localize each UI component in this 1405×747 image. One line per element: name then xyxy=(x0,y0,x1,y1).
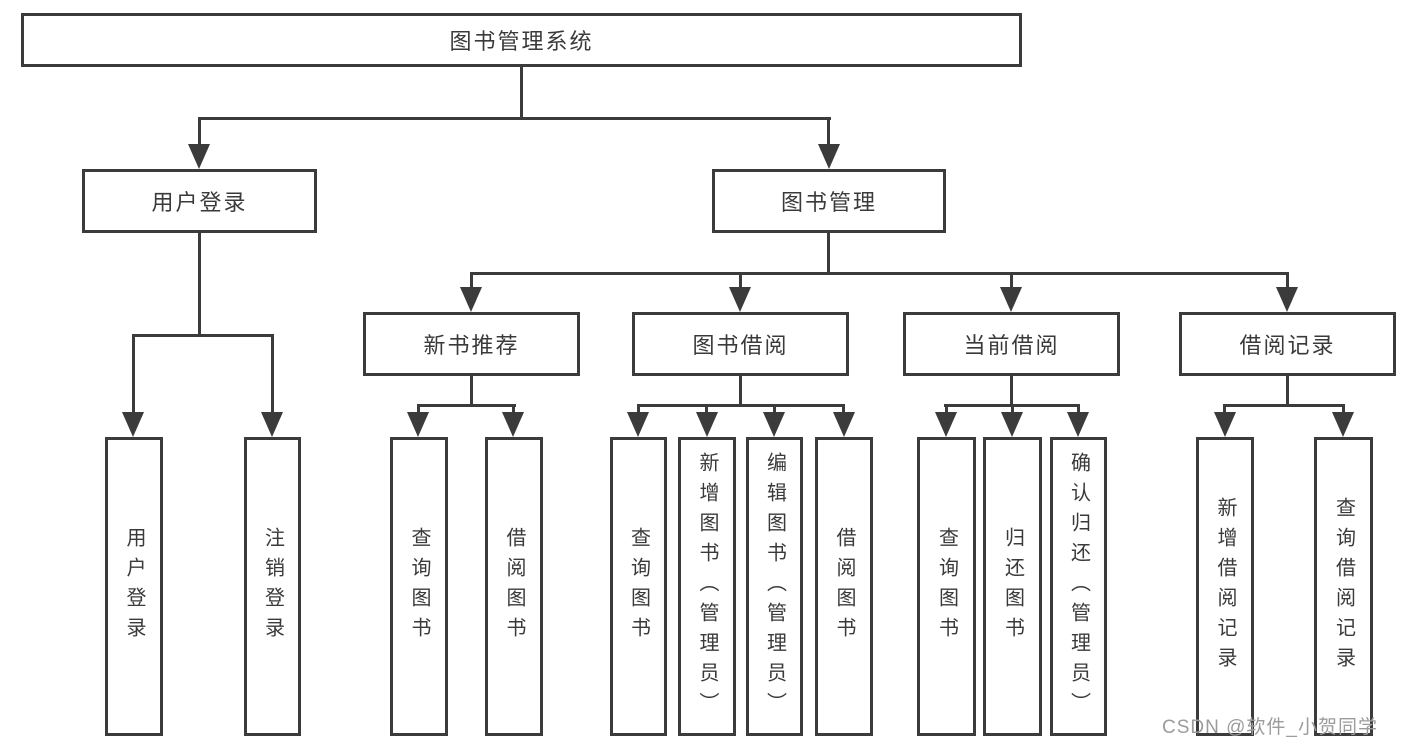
connector-vline xyxy=(1011,404,1014,413)
connector-hline xyxy=(132,334,274,337)
connector-vline xyxy=(1223,404,1226,413)
connector-vline xyxy=(705,404,708,413)
arrow-down xyxy=(188,144,210,169)
node-current-borrowing: 当前借阅 xyxy=(903,312,1120,376)
arrow-down xyxy=(122,412,144,437)
connector-vline xyxy=(1286,272,1289,288)
arrow-down xyxy=(261,412,283,437)
connector-vline xyxy=(1010,376,1013,407)
connector-vline xyxy=(470,272,473,288)
leaf-label: 编辑图书（管理员） xyxy=(763,451,786,722)
leaf-label: 新增图书（管理员） xyxy=(696,451,718,722)
arrow-down xyxy=(407,412,429,437)
node-book-borrowing: 图书借阅 xyxy=(632,312,849,376)
arrow-down xyxy=(460,287,482,312)
node-label: 新书推荐 xyxy=(423,333,520,358)
connector-vline xyxy=(1010,272,1013,288)
connector-vline xyxy=(512,404,515,413)
node-borrowing-records: 借阅记录 xyxy=(1179,312,1396,376)
connector-vline xyxy=(827,117,830,146)
leaf-query-borrow-record: 查询借阅记录 xyxy=(1314,437,1373,736)
connector-vline xyxy=(132,334,135,413)
connector-hline xyxy=(637,404,845,407)
node-label: 借阅记录 xyxy=(1239,333,1336,358)
arrow-down xyxy=(627,412,649,437)
connector-vline xyxy=(773,404,776,413)
node-label: 图书管理系统 xyxy=(449,29,594,54)
arrow-down xyxy=(1332,412,1354,437)
connector-hline xyxy=(417,404,516,407)
arrow-down xyxy=(818,144,840,169)
node-label: 用户登录 xyxy=(151,190,248,215)
watermark: CSDN @软件_小贺同学 xyxy=(1162,717,1378,738)
leaf-label: 归还图书 xyxy=(1001,526,1024,647)
leaf-query-books-current: 查询图书 xyxy=(917,437,976,736)
leaf-label: 查询图书 xyxy=(408,526,430,647)
leaf-query-books-recommend: 查询图书 xyxy=(390,437,448,736)
node-library-management-system: 图书管理系统 xyxy=(21,13,1022,67)
arrow-down xyxy=(1001,412,1023,437)
connector-vline xyxy=(271,334,274,413)
leaf-borrow-books-recommend: 借阅图书 xyxy=(485,437,543,736)
leaf-label: 查询图书 xyxy=(935,526,958,647)
leaf-logout: 注销登录 xyxy=(244,437,301,736)
arrow-down xyxy=(833,412,855,437)
arrow-down xyxy=(729,287,751,312)
node-label: 图书管理 xyxy=(780,190,877,215)
connector-vline xyxy=(827,233,830,275)
node-user-login: 用户登录 xyxy=(82,169,317,233)
leaf-label: 新增借阅记录 xyxy=(1214,496,1236,677)
connector-vline xyxy=(1342,404,1345,413)
connector-vline xyxy=(739,376,742,407)
connector-vline xyxy=(842,404,845,413)
node-label: 当前借阅 xyxy=(963,333,1060,358)
node-book-management: 图书管理 xyxy=(712,169,946,233)
arrow-down xyxy=(696,412,718,437)
connector-vline xyxy=(470,376,473,407)
leaf-confirm-return-admin: 确认归还（管理员） xyxy=(1050,437,1107,736)
leaf-label: 借阅图书 xyxy=(503,526,525,647)
node-label: 图书借阅 xyxy=(692,333,789,358)
arrow-down xyxy=(1276,287,1298,312)
connector-vline xyxy=(945,404,948,413)
leaf-label: 用户登录 xyxy=(123,526,145,647)
leaf-add-borrow-record: 新增借阅记录 xyxy=(1196,437,1254,736)
connector-vline xyxy=(637,404,640,413)
node-new-book-recommendation: 新书推荐 xyxy=(363,312,580,376)
leaf-return-books: 归还图书 xyxy=(983,437,1042,736)
arrow-down xyxy=(1067,412,1089,437)
connector-hline xyxy=(1223,404,1345,407)
arrow-down xyxy=(502,412,524,437)
leaf-query-books-borrowing: 查询图书 xyxy=(610,437,667,736)
connector-hline xyxy=(198,117,831,120)
arrow-down xyxy=(1000,287,1022,312)
connector-vline xyxy=(1077,404,1080,413)
leaf-borrow-books: 借阅图书 xyxy=(815,437,873,736)
leaf-label: 注销登录 xyxy=(261,526,284,647)
connector-vline xyxy=(520,67,523,117)
connector-vline xyxy=(417,404,420,413)
leaf-label: 借阅图书 xyxy=(833,526,855,647)
connector-vline xyxy=(198,233,201,336)
arrow-down xyxy=(935,412,957,437)
connector-vline xyxy=(739,272,742,288)
leaf-label: 确认归还（管理员） xyxy=(1067,451,1090,722)
connector-vline xyxy=(198,117,201,146)
connector-vline xyxy=(1286,376,1289,407)
leaf-edit-book-admin: 编辑图书（管理员） xyxy=(746,437,803,736)
leaf-label: 查询图书 xyxy=(627,526,650,647)
arrow-down xyxy=(1214,412,1236,437)
leaf-user-login: 用户登录 xyxy=(105,437,163,736)
leaf-add-book-admin: 新增图书（管理员） xyxy=(678,437,736,736)
leaf-label: 查询借阅记录 xyxy=(1332,496,1355,677)
connector-hline xyxy=(470,272,1289,275)
arrow-down xyxy=(763,412,785,437)
